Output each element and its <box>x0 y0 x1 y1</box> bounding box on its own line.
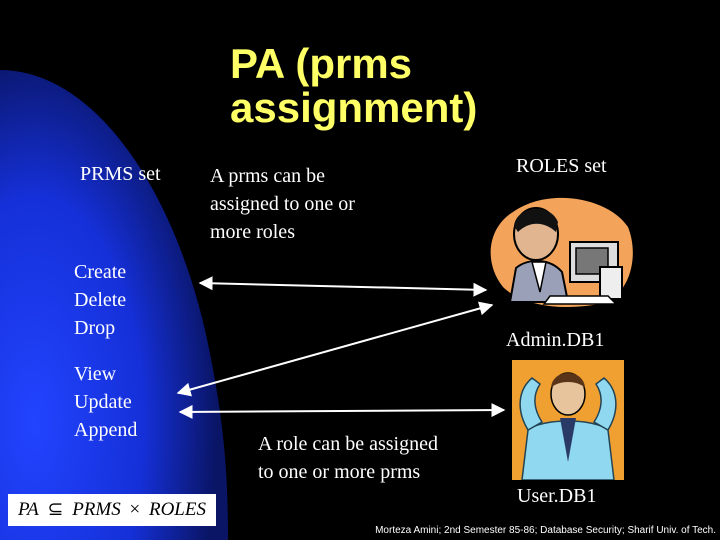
prms-item-update: Update <box>74 391 132 413</box>
role-user-db1: User.DB1 <box>517 485 597 507</box>
arrow-group2-to-admin <box>176 301 494 397</box>
title-line-2: assignment) <box>230 84 478 131</box>
note-role-to-prms: A role can be assigned to one or more pr… <box>258 433 438 483</box>
prms-set-heading: PRMS set <box>80 163 161 185</box>
admin-role-icon <box>488 192 638 317</box>
user-role-icon <box>512 360 624 485</box>
arrow-group2-to-user <box>178 403 506 419</box>
slide-title: PA (prms assignment) <box>230 42 590 130</box>
prms-item-append: Append <box>74 419 138 441</box>
prms-item-drop: Drop <box>74 317 116 339</box>
note-prms-to-roles: A prms can be assigned to one or more ro… <box>210 165 355 243</box>
slide-footer: Morteza Amini; 2nd Semester 85-86; Datab… <box>375 525 716 536</box>
arrow-group1-to-admin <box>198 276 488 297</box>
prms-item-create: Create <box>74 261 127 283</box>
prms-item-view: View <box>74 363 117 385</box>
roles-set-heading: ROLES set <box>516 155 607 177</box>
role-admin-db1: Admin.DB1 <box>506 329 605 351</box>
title-line-1: PA (prms <box>230 40 413 87</box>
prms-group-1: Create Delete Drop <box>74 258 126 342</box>
prms-item-delete: Delete <box>74 289 127 311</box>
pa-formula: PA ⊆ PRMS × ROLES <box>8 494 216 526</box>
prms-group-2: View Update Append <box>74 360 137 444</box>
